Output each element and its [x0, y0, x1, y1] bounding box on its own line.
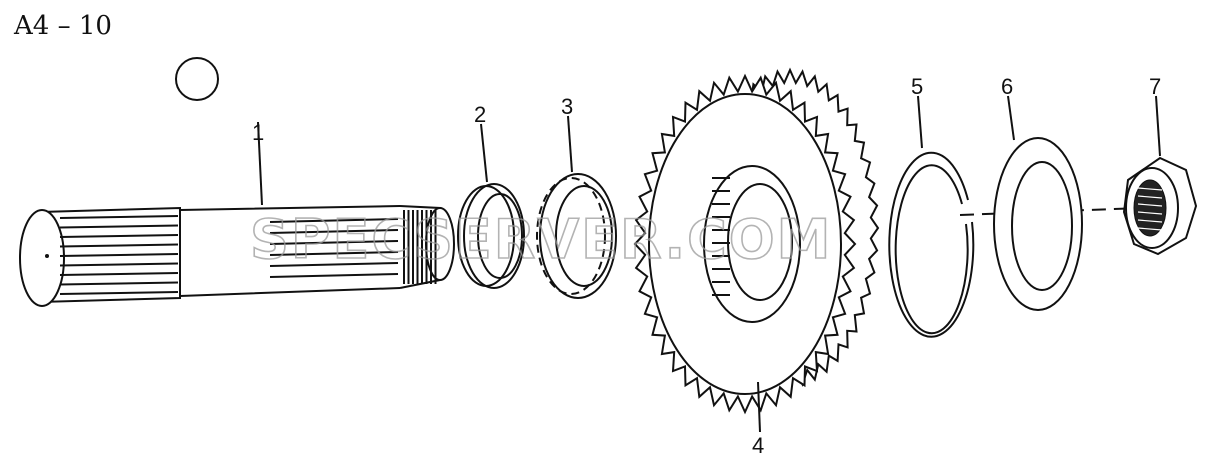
callout-3: 3	[561, 94, 573, 119]
callout-1: 1	[252, 120, 264, 145]
callout-4: 4	[752, 433, 764, 458]
snap-ring-icon	[888, 151, 975, 338]
thrust-washer-icon	[993, 137, 1083, 311]
circle-marker-icon	[175, 57, 219, 101]
splined-shaft-icon	[19, 205, 455, 307]
leader-line	[567, 115, 573, 173]
leader-line	[757, 381, 761, 433]
figure-title: A4 – 10	[13, 11, 112, 41]
bearing-race-icon	[457, 183, 525, 289]
callout-6: 6	[1001, 74, 1013, 99]
watermark-text: SPECSERVER.COM	[250, 208, 832, 271]
leader-line	[1007, 95, 1015, 141]
leader-line	[917, 95, 923, 149]
lock-nut-icon	[1122, 156, 1198, 256]
leader-line	[1155, 95, 1161, 157]
callout-7: 7	[1149, 74, 1161, 99]
roller-bearing-icon	[536, 173, 617, 299]
leader-line	[480, 123, 488, 183]
helical-gear-icon	[633, 67, 880, 415]
callout-2: 2	[474, 102, 486, 127]
leader-line	[257, 121, 263, 206]
callout-5: 5	[911, 74, 923, 99]
